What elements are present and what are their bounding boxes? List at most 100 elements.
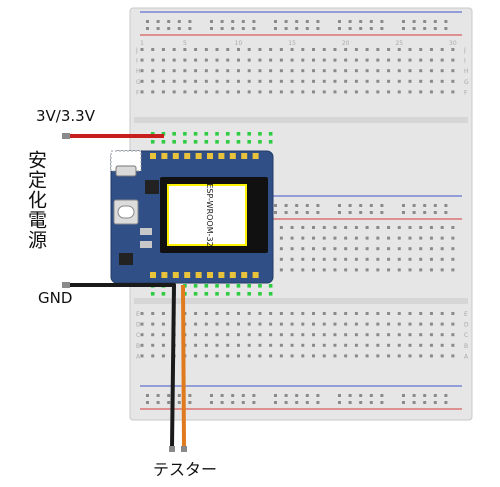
- strip-hole: [279, 79, 283, 83]
- row-letter: J: [463, 47, 466, 54]
- strip-hole: [312, 58, 316, 62]
- strip-hole: [376, 354, 380, 358]
- strip-hole: [440, 354, 444, 358]
- strip-hole: [354, 48, 358, 51]
- wires: [62, 133, 187, 452]
- strip-hole: [344, 257, 348, 261]
- strip-hole: [301, 247, 305, 251]
- rail-hole: [433, 27, 437, 30]
- strip-hole: [258, 90, 262, 94]
- strip-hole: [397, 58, 401, 62]
- strip-hole: [258, 322, 262, 326]
- rail-hole: [316, 394, 320, 397]
- strip-hole: [204, 333, 208, 337]
- strip-hole: [172, 90, 176, 94]
- strip-hole: [290, 322, 294, 326]
- strip-hole: [258, 354, 262, 358]
- header-pin: [184, 153, 191, 159]
- rail-hole: [156, 20, 160, 23]
- strip-hole: [290, 312, 294, 315]
- strip-hole: [194, 354, 198, 358]
- strip-hole: [226, 58, 230, 62]
- rail-hole: [369, 20, 373, 23]
- row-letter: E: [136, 311, 140, 318]
- strip-hole: [376, 48, 380, 51]
- row-letter: C: [136, 332, 140, 339]
- rail-hole: [433, 204, 437, 207]
- rail-hole: [444, 211, 448, 214]
- strip-hole: [301, 236, 305, 240]
- rail-hole: [423, 401, 427, 404]
- rail-hole: [338, 401, 341, 404]
- row-letter: D: [136, 322, 141, 329]
- rail-hole: [412, 204, 416, 207]
- esp32-devkit-board: ESP-WROOM-32: [110, 150, 274, 284]
- wire-end: [62, 133, 70, 139]
- strip-hole: [397, 69, 401, 73]
- strip-hole: [247, 79, 251, 83]
- rail-hole: [316, 211, 320, 214]
- header-pin: [241, 272, 248, 278]
- strip-hole: [290, 58, 294, 62]
- strip-hole: [269, 343, 273, 347]
- connected-hole: [225, 132, 230, 136]
- strip-hole: [376, 90, 380, 94]
- strip-hole: [279, 247, 283, 251]
- strip-hole: [290, 69, 294, 73]
- strip-hole: [183, 79, 187, 83]
- connected-hole: [204, 292, 209, 296]
- strip-hole: [215, 312, 219, 315]
- strip-hole: [333, 48, 337, 51]
- rail-hole: [305, 204, 309, 207]
- strip-hole: [194, 69, 198, 73]
- strip-hole: [440, 343, 444, 347]
- connected-hole: [247, 284, 251, 288]
- strip-hole: [408, 268, 412, 272]
- strip-hole: [322, 79, 326, 83]
- strip-hole: [419, 247, 423, 251]
- strip-hole: [397, 322, 401, 326]
- rail-hole: [305, 394, 309, 397]
- connected-hole: [183, 132, 187, 136]
- smd-component: [140, 228, 152, 235]
- strip-hole: [236, 333, 240, 337]
- rail-hole: [188, 394, 192, 397]
- gnd-wire: [66, 283, 176, 449]
- rail-hole: [402, 204, 405, 207]
- strip-hole: [258, 312, 262, 315]
- strip-hole: [387, 69, 391, 73]
- rail-hole: [402, 401, 405, 404]
- strip-hole: [151, 343, 155, 347]
- connected-hole: [258, 292, 262, 296]
- strip-hole: [387, 226, 391, 229]
- rail-hole: [380, 211, 384, 214]
- header-pin: [150, 153, 156, 159]
- rail-hole: [380, 204, 384, 207]
- strip-hole: [376, 58, 380, 62]
- strip-hole: [333, 90, 337, 94]
- strip-hole: [226, 90, 230, 94]
- strip-hole: [440, 312, 444, 315]
- strip-hole: [290, 354, 294, 358]
- strip-hole: [226, 343, 230, 347]
- rail-hole: [369, 394, 373, 397]
- rail-hole: [316, 27, 320, 30]
- rail-hole: [220, 394, 224, 397]
- rail-hole: [252, 394, 256, 397]
- strip-hole: [140, 48, 144, 51]
- strip-hole: [151, 312, 155, 315]
- rail-hole: [305, 20, 309, 23]
- column-number: 1: [140, 40, 144, 47]
- strip-hole: [258, 333, 262, 337]
- regulator-chip: [119, 253, 133, 265]
- connected-hole: [268, 140, 273, 144]
- strip-hole: [419, 90, 423, 94]
- strip-hole: [419, 257, 423, 261]
- power-supply-label: 安定化電源: [25, 150, 47, 250]
- rail-hole: [305, 401, 309, 404]
- connected-hole: [204, 132, 209, 136]
- connected-hole: [236, 140, 241, 144]
- strip-hole: [161, 354, 165, 358]
- strip-hole: [312, 312, 316, 315]
